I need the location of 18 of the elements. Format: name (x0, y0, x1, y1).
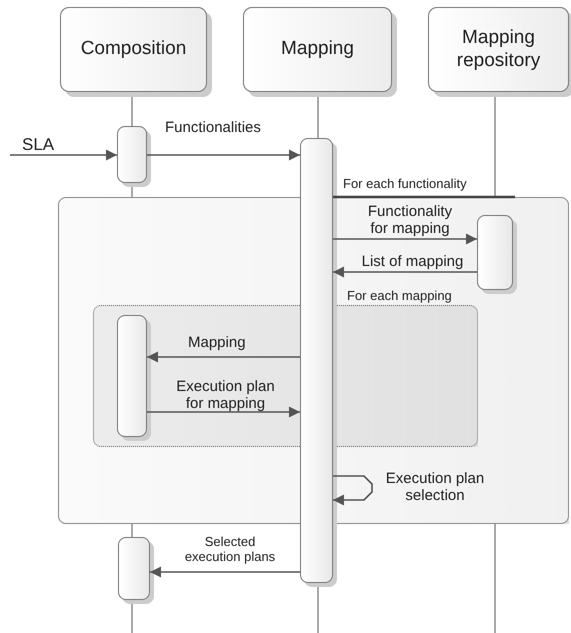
message-arrow (333, 234, 477, 244)
edge-label: Execution plan selection (384, 470, 486, 504)
message-arrow (10, 150, 117, 160)
message-arrow (147, 352, 300, 362)
edge-label: Execution plan for mapping (175, 378, 276, 412)
message-arrow (147, 406, 300, 418)
message-arrow (150, 566, 300, 578)
message-arrow (333, 266, 477, 278)
edge-label: List of mapping (360, 253, 464, 270)
edge-label: Functionality for mapping (366, 203, 454, 238)
edge-label: Mapping (188, 334, 246, 352)
message-arrow (147, 150, 300, 160)
frame-heading: For each functionality (343, 176, 467, 191)
edge-label: SLA (22, 135, 54, 155)
edge-label: Selected execution plans (184, 535, 276, 565)
edge-label: Functionalities (165, 119, 261, 136)
frame-heading: For each mapping (347, 288, 452, 303)
message-arrow (333, 475, 373, 506)
